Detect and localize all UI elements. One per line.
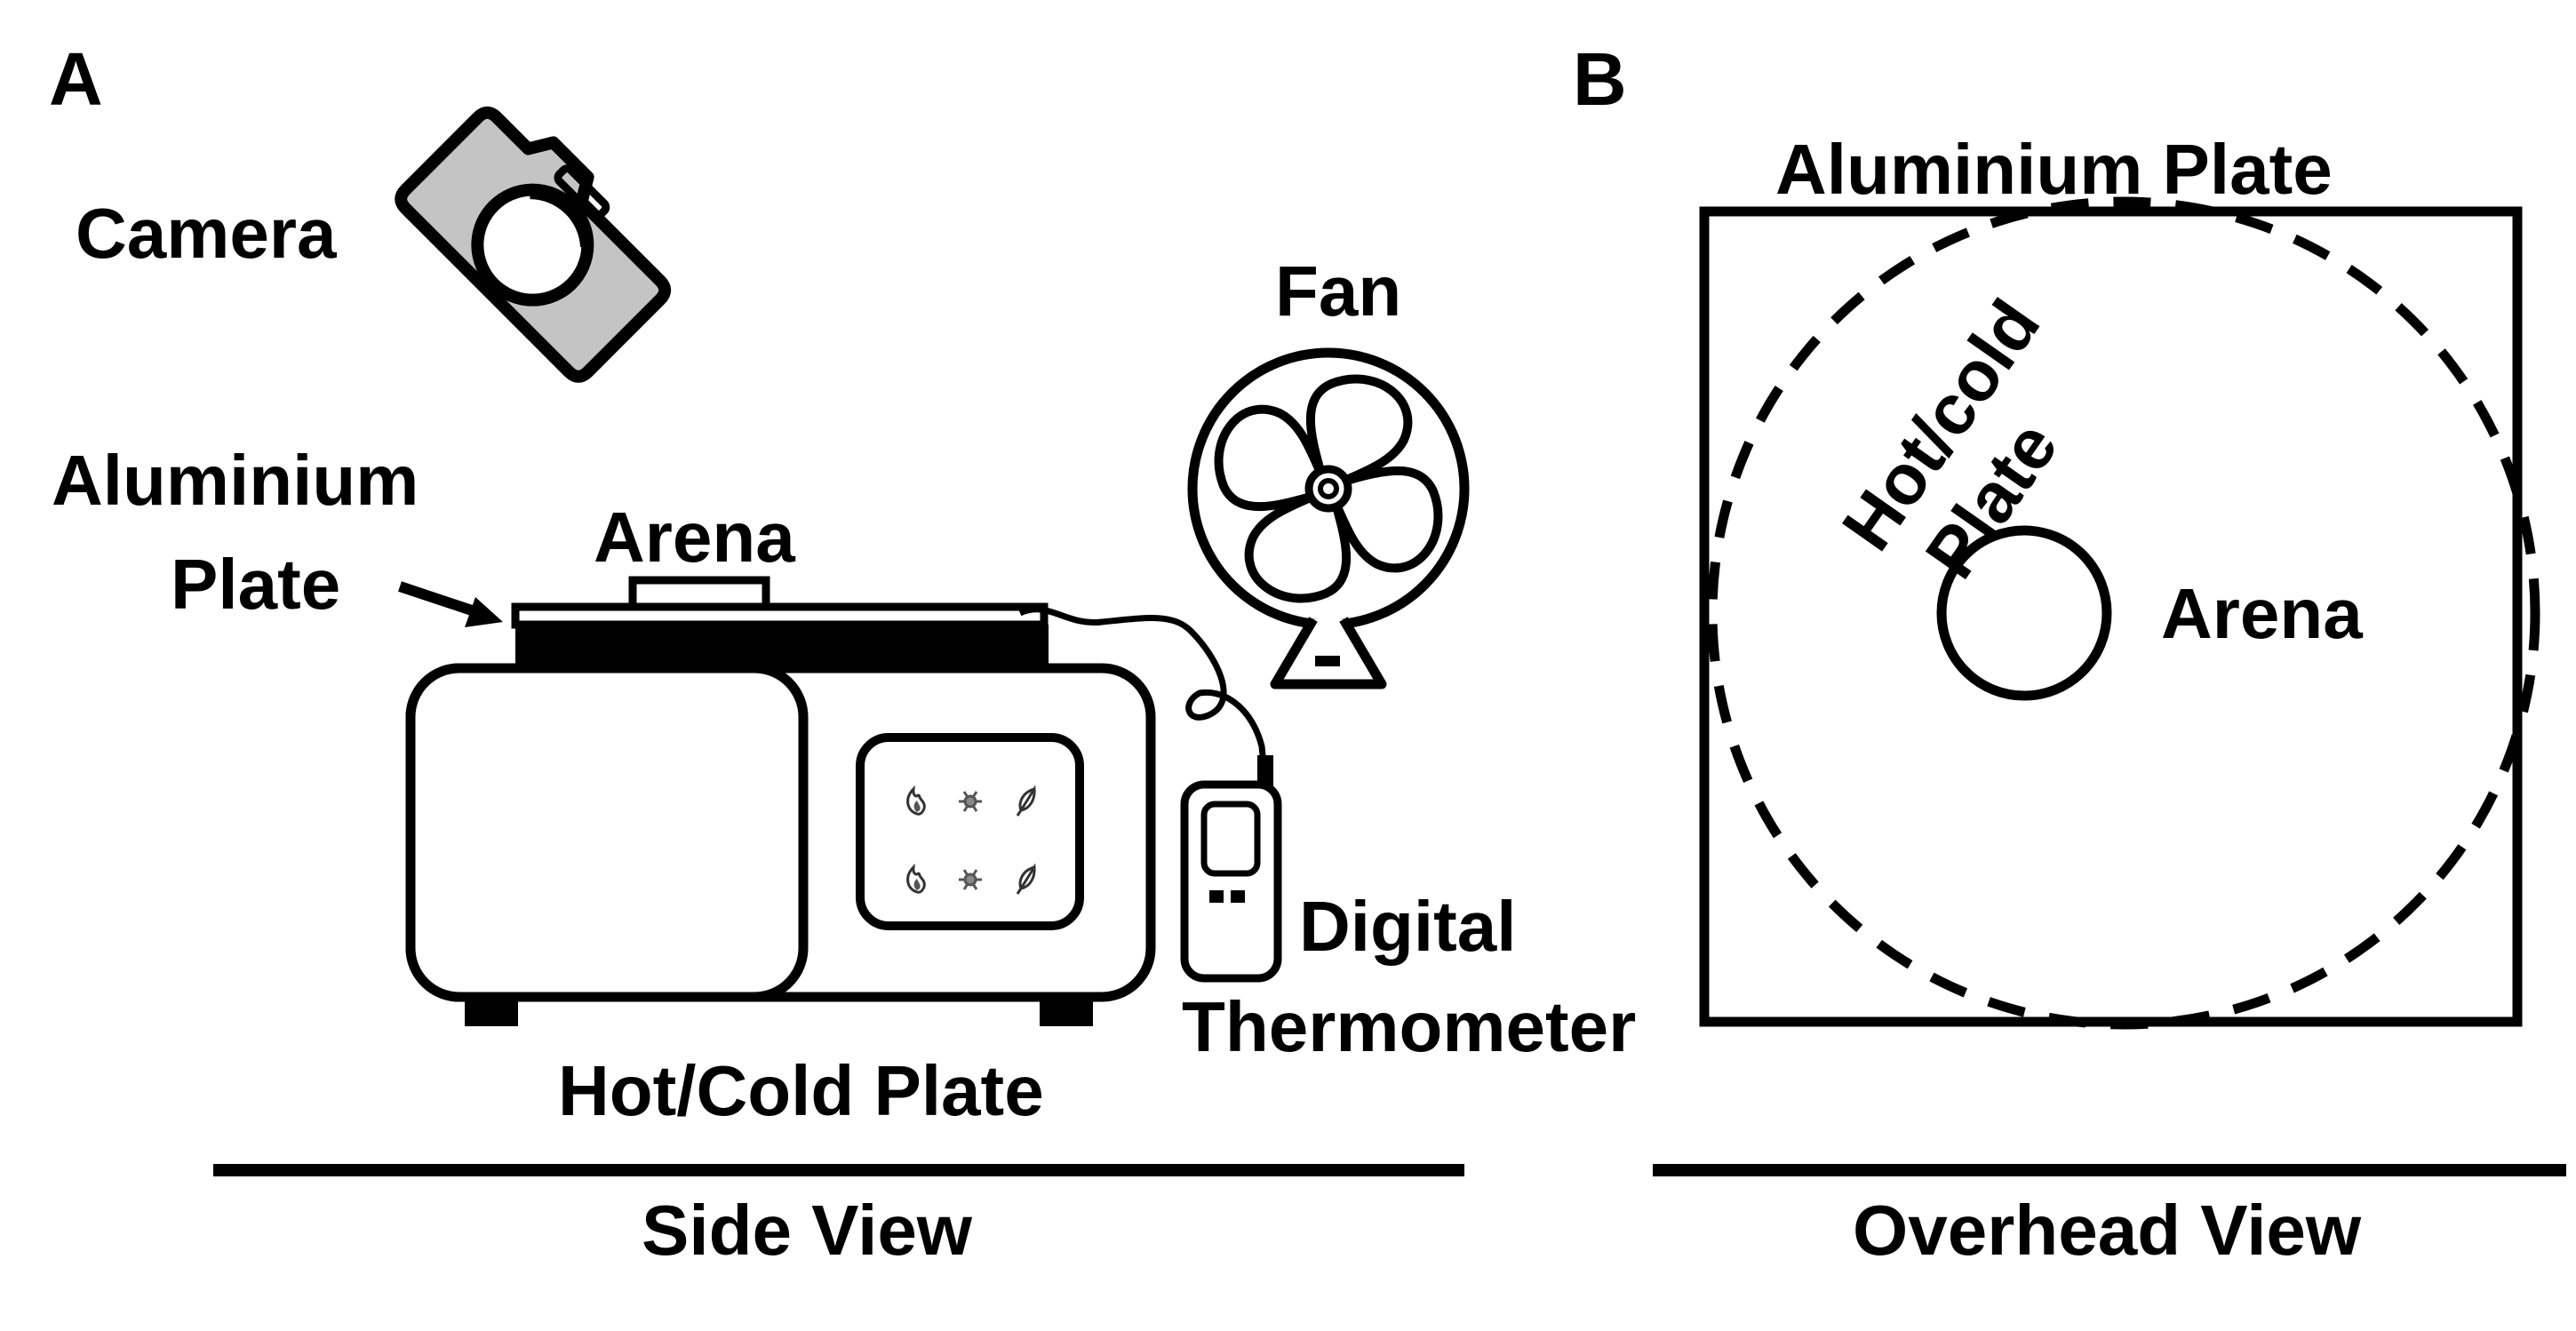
foot-left <box>465 995 518 1026</box>
control-panel <box>856 733 1084 930</box>
snowflake-icon[interactable] <box>959 791 982 812</box>
aluminium-plate-label-line1: Aluminium <box>52 441 419 520</box>
aluminium-plate-label-overhead: Aluminium Plate <box>1775 130 2333 209</box>
hot-cold-plate-outline <box>1707 196 2540 1030</box>
arrow-icon <box>398 581 503 627</box>
feather-icon[interactable] <box>1016 863 1036 895</box>
side-view-rule <box>213 1164 1464 1176</box>
panel-b-letter: B <box>1573 37 1627 121</box>
thermometer-label-line2: Thermometer <box>1182 987 1636 1066</box>
snowflake-icon[interactable] <box>959 869 982 890</box>
plate-top-surface <box>515 625 1049 665</box>
control-icons <box>906 785 1036 895</box>
flame-icon[interactable] <box>906 863 926 894</box>
flame-icon[interactable] <box>906 785 926 816</box>
fan-label: Fan <box>1275 251 1401 331</box>
thermometer-icon <box>1180 755 1282 983</box>
hot-cold-plate-label: Hot/Cold Plate <box>558 1051 1044 1130</box>
panel-a-letter: A <box>49 37 103 121</box>
panel-b: B Aluminium Plate Hot/cold Plate Arena O… <box>1573 37 2566 1270</box>
arena-label-side: Arena <box>594 498 795 577</box>
side-view-caption: Side View <box>642 1191 973 1270</box>
thermometer-label-line1: Digital <box>1299 887 1516 966</box>
aluminium-plate-side <box>511 602 1049 629</box>
overhead-view-caption: Overhead View <box>1853 1191 2362 1270</box>
aluminium-plate-label-line2: Plate <box>171 545 340 624</box>
foot-right <box>1040 995 1093 1026</box>
hot-cold-plate-device <box>405 576 1156 1026</box>
camera-label: Camera <box>76 194 337 273</box>
camera-icon <box>395 106 672 383</box>
fan-icon <box>1187 347 1470 689</box>
device-left-panel <box>405 663 809 1002</box>
arena-side <box>628 576 770 611</box>
panel-a: A Camera Fan Aluminium Plate <box>49 37 1636 1270</box>
thermometer-cable <box>1018 606 1267 765</box>
arena-label-overhead: Arena <box>2161 574 2363 653</box>
arena-overhead <box>1936 525 2112 701</box>
overhead-view-rule <box>1653 1164 2566 1176</box>
feather-icon[interactable] <box>1016 785 1036 817</box>
